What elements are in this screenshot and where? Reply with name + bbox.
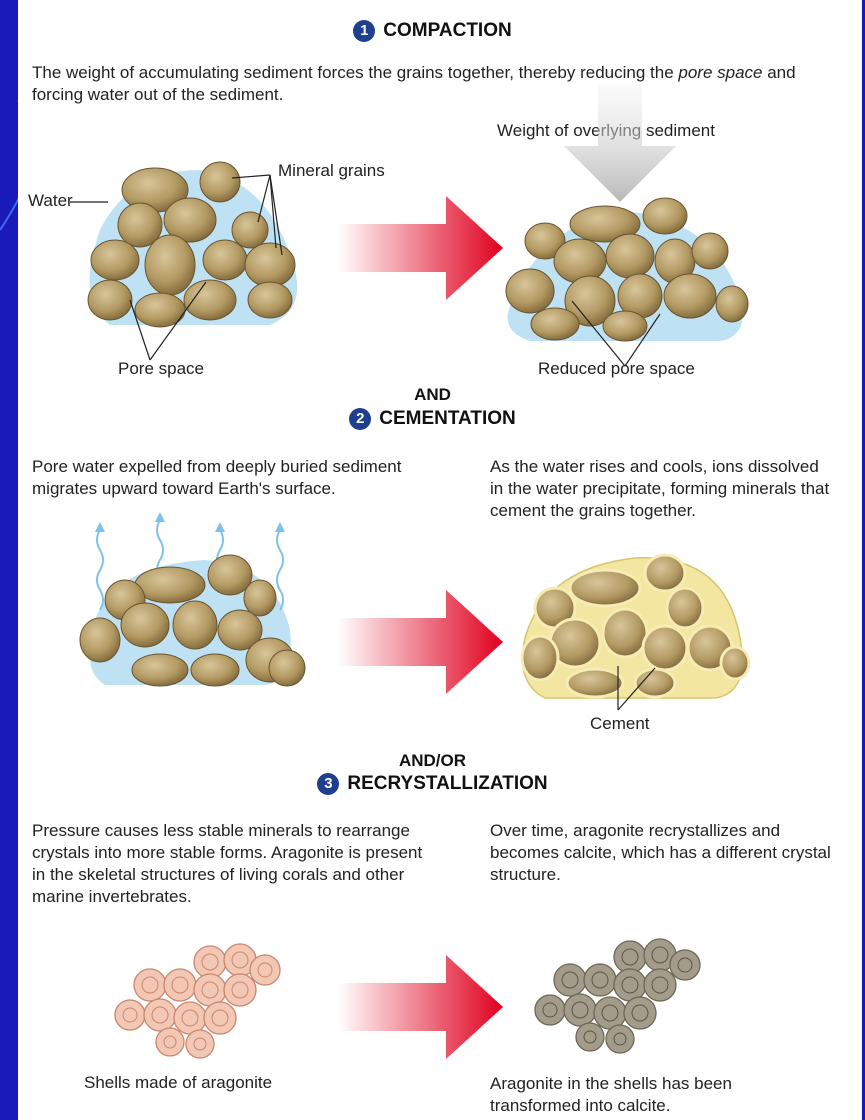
weight-down-arrow [560,84,680,212]
calcite-shells [530,935,705,1055]
and-or-connector: AND/OR [0,751,865,771]
process-arrow-1 [338,196,503,300]
section-2-heading: 2 CEMENTATION [0,408,865,430]
section-2-number-badge: 2 [349,408,371,430]
section-3-number-badge: 3 [317,773,339,795]
calcite-shells-label: Aragonite in the shells has been transfo… [490,1073,820,1117]
cement-label: Cement [590,714,650,734]
process-arrow-3 [338,955,503,1059]
section-3-right-description: Over time, aragonite recrystallizes and … [490,820,840,886]
section-1-desc-emphasis: pore space [678,63,762,82]
loose-sediment-pile [70,150,310,350]
process-arrow-2 [338,590,503,694]
pore-space-label: Pore space [118,359,204,379]
section-2-right-description: As the water rises and cools, ions disso… [490,456,830,522]
reduced-pore-space-label: Reduced pore space [538,359,695,379]
cemented-sediment-pile [515,548,755,718]
mineral-grains-label: Mineral grains [278,161,385,181]
section-1-number-badge: 1 [353,20,375,42]
section-3-left-description: Pressure causes less stable minerals to … [32,820,432,908]
section-1-desc-part-1: The weight of accumulating sediment forc… [32,63,678,82]
section-1-heading: 1 COMPACTION [0,20,865,42]
section-1-description: The weight of accumulating sediment forc… [32,62,832,106]
water-expelled-pile [75,520,310,700]
compacted-sediment-pile [500,196,755,356]
aragonite-shells [110,940,285,1060]
section-3-title: RECRYSTALLIZATION [347,773,547,795]
section-1-title: COMPACTION [383,20,511,42]
aragonite-shells-label: Shells made of aragonite [84,1073,272,1093]
section-2-left-description: Pore water expelled from deeply buried s… [32,456,412,500]
section-2-title: CEMENTATION [379,408,516,430]
water-label: Water [28,191,73,211]
section-3-heading: 3 RECRYSTALLIZATION [0,773,865,795]
and-connector: AND [0,385,865,405]
